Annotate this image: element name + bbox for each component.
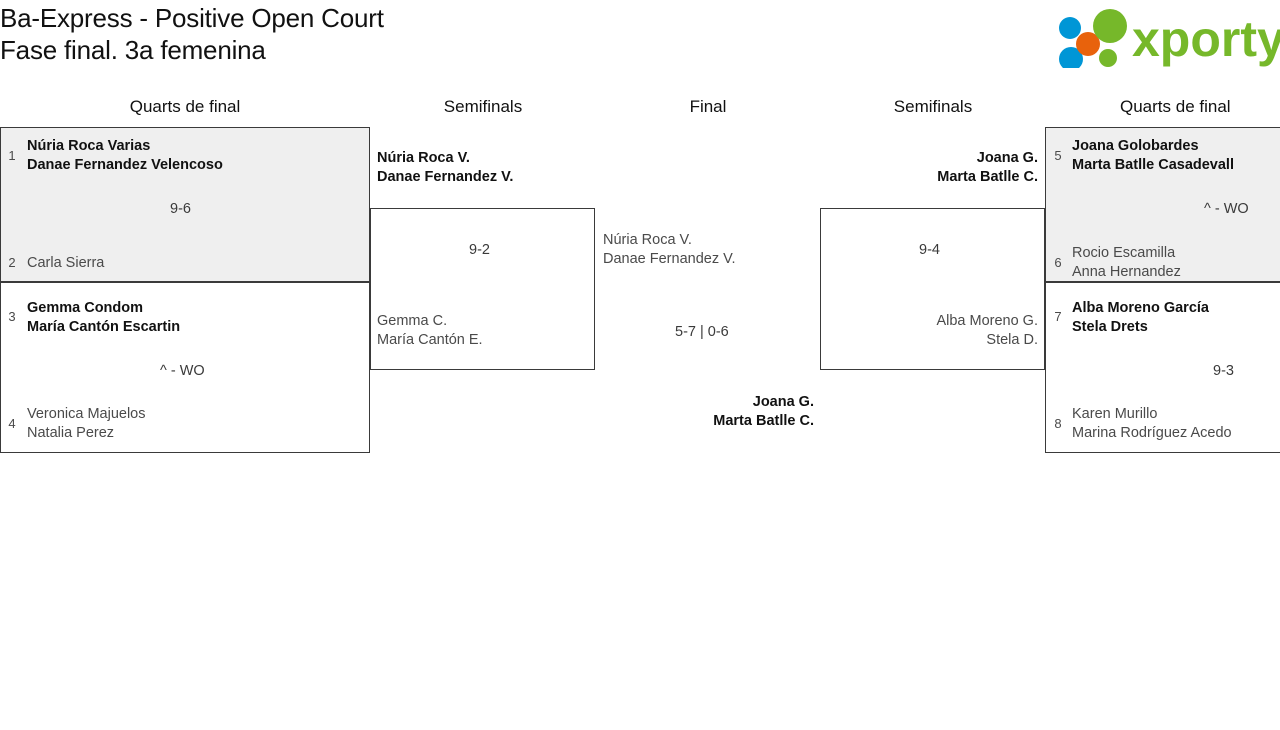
qf4-bottom-player1: Karen Murillo (1072, 406, 1158, 422)
qf3-score: ^ - WO (1204, 201, 1249, 217)
sf-left-score: 9-2 (469, 242, 490, 258)
sf-left-top-player2: Danae Fernandez V. (377, 169, 514, 185)
qf2-bottom-players: Veronica Majuelos Natalia Perez (27, 405, 146, 443)
qf4-top-player1: Alba Moreno García (1072, 300, 1209, 316)
qf3-bottom-players: Rocio Escamilla Anna Hernandez (1072, 244, 1181, 282)
sf-left-bottom-player1: Gemma C. (377, 313, 448, 329)
seed-number-1: 1 (8, 148, 16, 163)
round-header-sf-right: Semifinals (893, 97, 973, 116)
qf1-top-player2: Danae Fernandez Velencoso (27, 157, 223, 173)
qf2-top-players: Gemma Condom María Cantón Escartin (27, 299, 180, 337)
qf4-bottom-player2: Marina Rodríguez Acedo (1072, 425, 1232, 441)
round-header-qf-right: Quarts de final (1120, 97, 1231, 116)
qf2-top-player2: María Cantón Escartin (27, 319, 181, 335)
round-header-qf-left: Quarts de final (129, 97, 241, 116)
seed-number-8: 8 (1054, 416, 1062, 431)
qf3-top-players: Joana Golobardes Marta Batlle Casadevall (1072, 137, 1234, 175)
qf1-bottom-player1: Carla Sierra (27, 255, 105, 271)
qf1-bottom-players: Carla Sierra (27, 254, 104, 273)
sf-left-bottom-players: Gemma C. María Cantón E. (377, 312, 483, 350)
final-left-player1: Núria Roca V. (603, 232, 692, 248)
tournament-name: Ba-Express - Positive Open Court (0, 3, 384, 33)
sf-right-bottom-player2: Stela D. (986, 332, 1038, 348)
sf-left-top-player1: Núria Roca V. (377, 150, 470, 166)
seed-number-5: 5 (1054, 148, 1062, 163)
logo-dots-icon (1059, 9, 1127, 68)
qf2-top-player1: Gemma Condom (27, 300, 144, 316)
seed-number-6: 6 (1054, 255, 1062, 270)
sf-right-top-player2: Marta Batlle C. (937, 169, 1038, 185)
seed-number-7: 7 (1054, 309, 1062, 324)
final-score: 5-7 | 0-6 (675, 324, 729, 340)
sf-left-bottom-player2: María Cantón E. (377, 332, 483, 348)
final-right-player1: Joana G. (752, 394, 814, 410)
match-box-qf2[interactable] (0, 282, 370, 453)
match-box-qf3[interactable] (1045, 127, 1280, 282)
qf3-top-player1: Joana Golobardes (1072, 138, 1199, 154)
final-left-players: Núria Roca V. Danae Fernandez V. (603, 231, 735, 269)
sf-right-top-player1: Joana G. (976, 150, 1038, 166)
qf3-top-player2: Marta Batlle Casadevall (1072, 157, 1234, 173)
qf3-bottom-player1: Rocio Escamilla (1072, 245, 1176, 261)
qf1-top-players: Núria Roca Varias Danae Fernandez Velenc… (27, 137, 223, 175)
tournament-phase: Fase final. 3a femenina (0, 35, 266, 65)
qf4-top-player2: Stela Drets (1072, 319, 1148, 335)
final-right-player2: Marta Batlle C. (713, 413, 814, 429)
sf-left-top-players: Núria Roca V. Danae Fernandez V. (377, 149, 513, 187)
seed-number-4: 4 (8, 416, 16, 431)
logo-wordmark: xporty (1132, 11, 1280, 67)
qf2-bottom-player1: Veronica Majuelos (27, 406, 146, 422)
xporty-logo[interactable]: xporty (1048, 6, 1280, 68)
sf-right-bottom-player1: Alba Moreno G. (936, 313, 1038, 329)
qf2-score: ^ - WO (160, 363, 205, 379)
seed-number-3: 3 (8, 309, 16, 324)
qf4-bottom-players: Karen Murillo Marina Rodríguez Acedo (1072, 405, 1232, 443)
match-box-sf-right[interactable] (820, 208, 1045, 370)
match-box-qf1[interactable] (0, 127, 370, 282)
qf3-bottom-player2: Anna Hernandez (1072, 264, 1181, 280)
qf4-score: 9-3 (1213, 363, 1234, 379)
qf1-top-player1: Núria Roca Varias (27, 138, 151, 154)
match-box-qf4[interactable] (1045, 282, 1280, 453)
final-right-players: Joana G. Marta Batlle C. (545, 393, 814, 431)
qf4-top-players: Alba Moreno García Stela Drets (1072, 299, 1209, 337)
sf-right-score: 9-4 (919, 242, 940, 258)
round-header-final: Final (689, 97, 727, 116)
seed-number-2: 2 (8, 255, 16, 270)
qf2-bottom-player2: Natalia Perez (27, 425, 115, 441)
sf-right-top-players: Joana G. Marta Batlle C. (790, 149, 1038, 187)
round-header-sf-left: Semifinals (443, 97, 523, 116)
final-left-player2: Danae Fernandez V. (603, 251, 736, 267)
page-title: Ba-Express - Positive Open Court Fase fi… (0, 2, 760, 66)
qf1-score: 9-6 (170, 201, 191, 217)
match-box-sf-left[interactable] (370, 208, 595, 370)
sf-right-bottom-players: Alba Moreno G. Stela D. (790, 312, 1038, 350)
